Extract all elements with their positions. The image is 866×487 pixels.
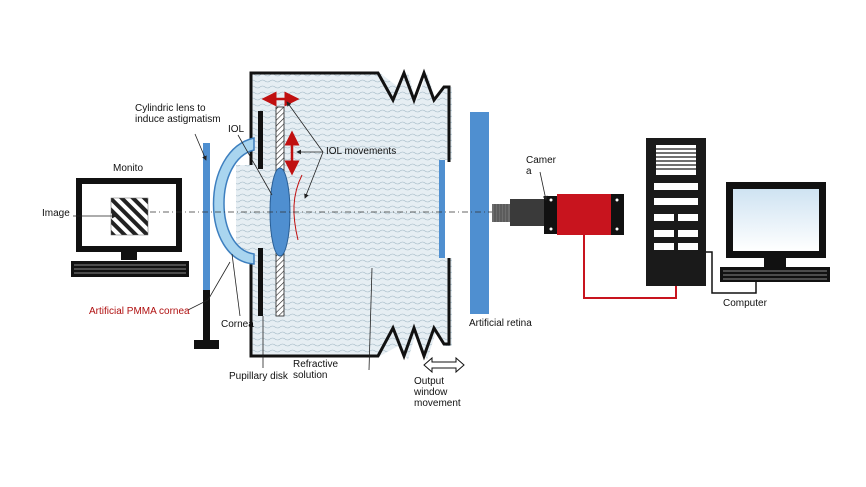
monitor-label: Monito r	[113, 163, 144, 175]
camera-cable	[583, 235, 677, 299]
iol-label: IOL	[228, 124, 245, 135]
tank-outline-top	[249, 68, 451, 165]
camera-icon	[492, 194, 624, 235]
artificial-cornea-leader	[187, 261, 231, 311]
image-label: Image	[42, 208, 70, 219]
artificial-cornea-label: Artificial PMMA cornea	[89, 306, 190, 317]
cylindric-lens-leader	[194, 133, 207, 161]
refractive-solution-leader	[368, 267, 373, 371]
iol-movements-label: IOL movements	[326, 146, 397, 157]
cornea-leader	[231, 253, 241, 317]
cylindric-lens	[194, 143, 219, 349]
monitor-icon	[71, 178, 189, 277]
cylindric-lens-label: Cylindric lens to induce astigmatism	[135, 103, 221, 125]
monitor-icon	[720, 182, 830, 282]
refractive-solution-label: Refractive solution	[293, 359, 339, 381]
artificial-retina-label: Artificial retina	[469, 318, 532, 329]
artificial-cornea	[212, 137, 255, 265]
iol-movements-leader-1	[286, 101, 324, 153]
refractive-solution-tank	[236, 73, 452, 360]
camera-leader	[539, 171, 548, 201]
iol-tilt-arrow	[293, 174, 303, 241]
cornea-label: Cornea	[221, 319, 254, 330]
computer-cable	[706, 251, 757, 294]
computer-label: Computer	[723, 298, 767, 309]
output-window-movement-arrow	[423, 356, 465, 374]
pupillary-disk-label: Pupillary disk	[229, 371, 288, 382]
output-window-label: Output window movement	[414, 376, 461, 409]
pupillary-disk	[258, 111, 263, 316]
output-window	[439, 160, 445, 258]
computer-tower-icon	[646, 138, 706, 286]
camera-label: Camer a	[526, 155, 557, 177]
iol-movements-leader-3	[304, 151, 324, 199]
artificial-retina	[470, 112, 489, 314]
tank-outline-bottom	[249, 253, 451, 361]
iol-leader	[237, 134, 273, 196]
